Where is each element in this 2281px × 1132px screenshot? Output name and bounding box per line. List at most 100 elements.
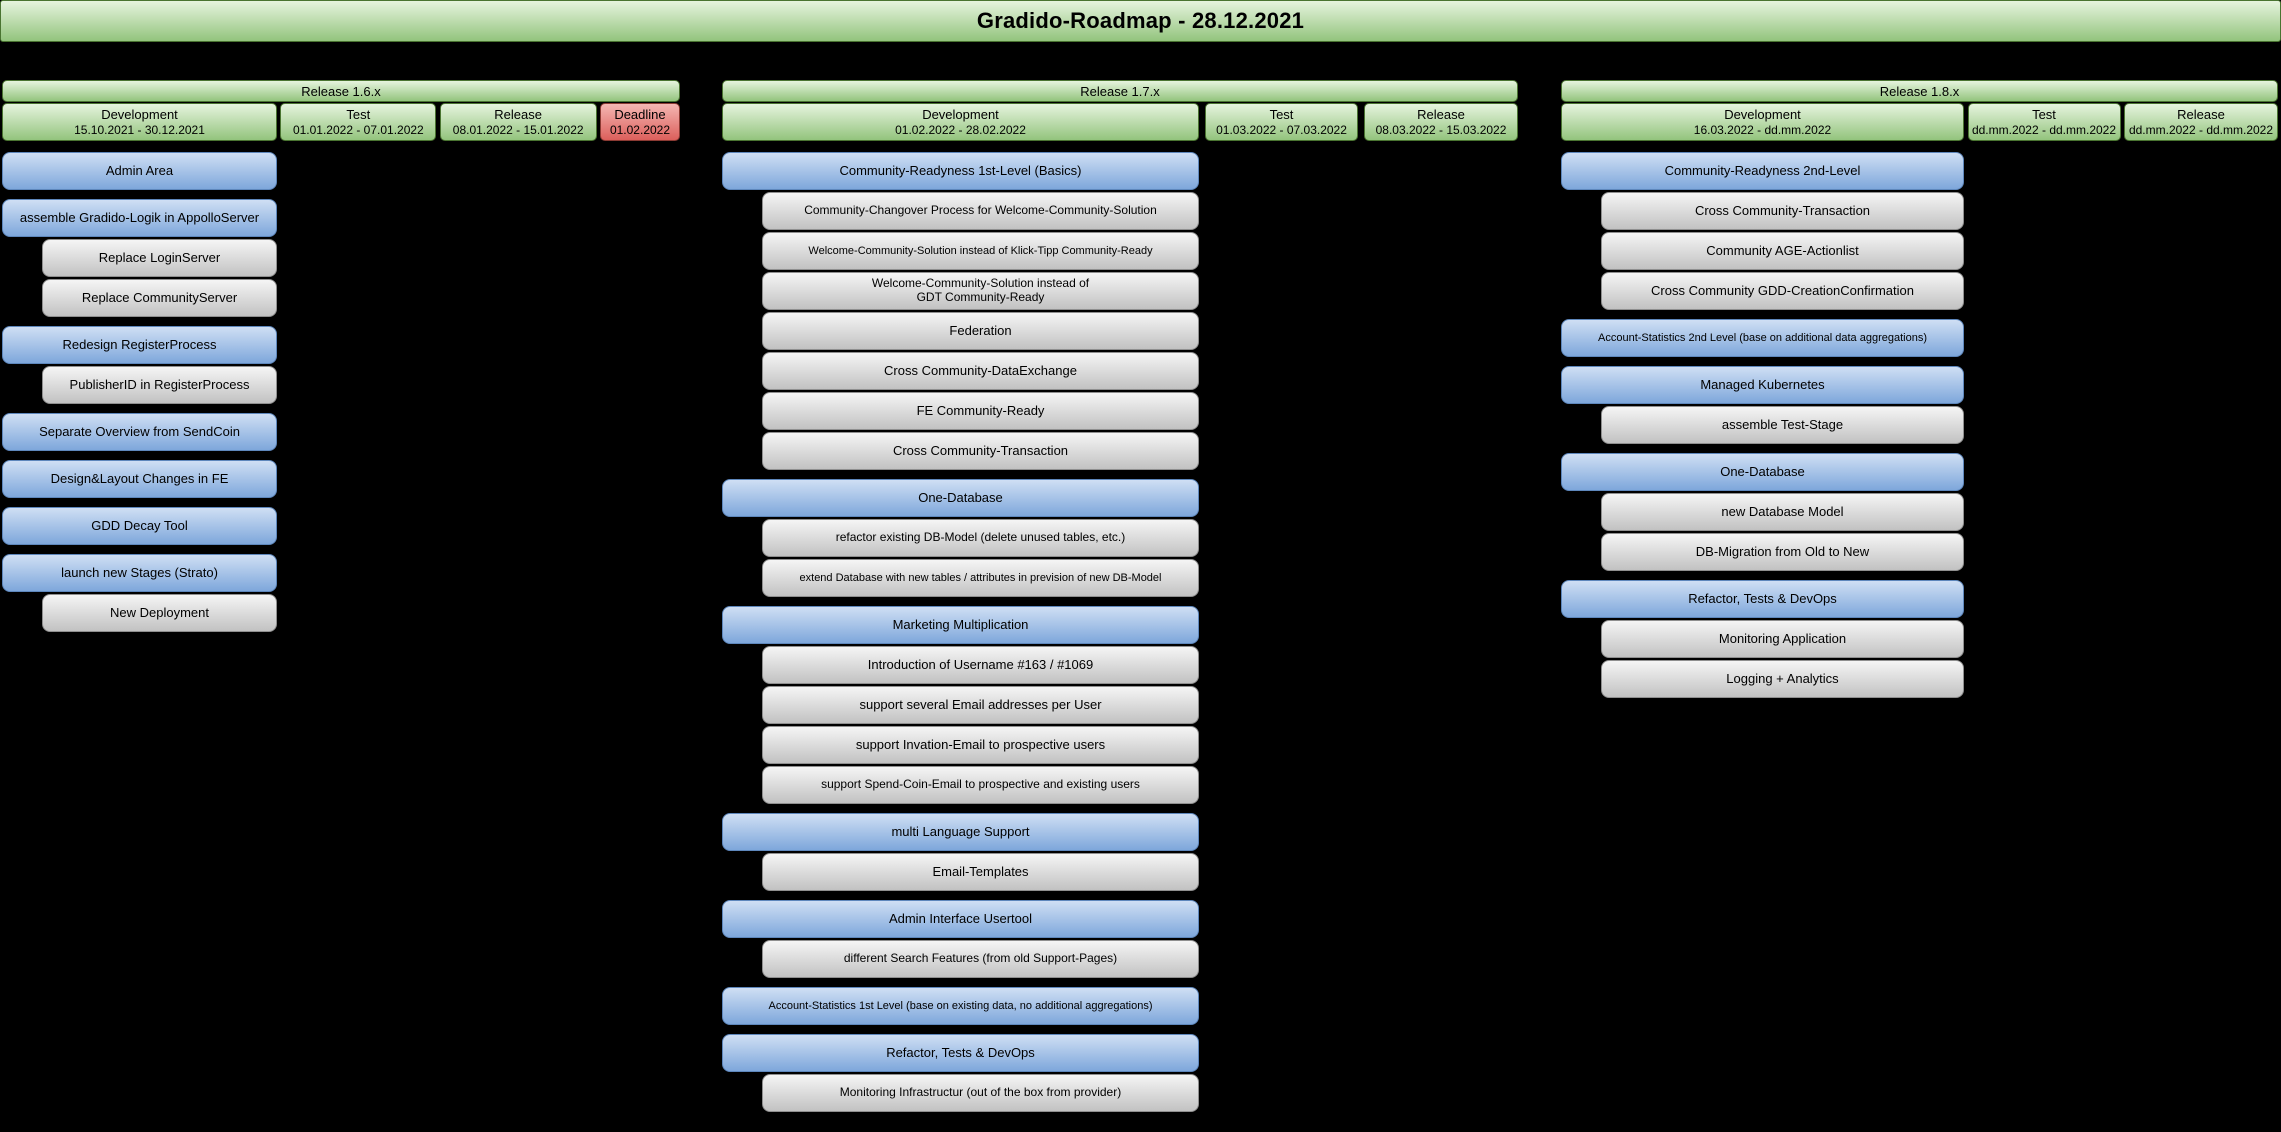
roadmap-item: Marketing Multiplication [722, 606, 1199, 644]
roadmap-subitem: Replace LoginServer [42, 239, 277, 277]
item-group: launch new Stages (Strato)New Deployment [2, 554, 277, 632]
roadmap-item: One-Database [1561, 453, 1964, 491]
phase-dates: 01.03.2022 - 07.03.2022 [1216, 122, 1347, 137]
phase-dates: 01.01.2022 - 07.01.2022 [292, 122, 424, 137]
phase-label: Release [2177, 106, 2225, 122]
roadmap-subitem: assemble Test-Stage [1601, 406, 1964, 444]
phase-dates: 08.03.2022 - 15.03.2022 [1375, 122, 1507, 137]
roadmap-subitem: Logging + Analytics [1601, 660, 1964, 698]
roadmap-subitem: Replace CommunityServer [42, 279, 277, 317]
release-name-bar: Release 1.6.x [2, 80, 680, 102]
phase-label: Development [1724, 106, 1801, 122]
phase-dates: 16.03.2022 - dd.mm.2022 [1693, 122, 1832, 137]
roadmap-subitem: Email-Templates [762, 853, 1199, 891]
roadmap-subitem: extend Database with new tables / attrib… [762, 559, 1199, 597]
item-group: Design&Layout Changes in FE [2, 460, 277, 498]
page-title: Gradido-Roadmap - 28.12.2021 [0, 0, 2281, 42]
roadmap-subitem: Monitoring Infrastructur (out of the box… [762, 1074, 1199, 1112]
roadmap-subitem: refactor existing DB-Model (delete unuse… [762, 519, 1199, 557]
phase-dates: 15.10.2021 - 30.12.2021 [74, 122, 205, 137]
roadmap-subitem: Welcome-Community-Solution instead of GD… [762, 272, 1199, 310]
roadmap-item: launch new Stages (Strato) [2, 554, 277, 592]
roadmap-item: Admin Interface Usertool [722, 900, 1199, 938]
item-group: Community-Readyness 1st-Level (Basics)Co… [722, 152, 1199, 470]
roadmap-item: Separate Overview from SendCoin [2, 413, 277, 451]
item-group: GDD Decay Tool [2, 507, 277, 545]
phase-label: Test [346, 106, 371, 122]
roadmap-subitem: Community AGE-Actionlist [1601, 232, 1964, 270]
phase-label: Test [2032, 106, 2056, 122]
roadmap-item: Community-Readyness 1st-Level (Basics) [722, 152, 1199, 190]
roadmap-item: Admin Area [2, 152, 277, 190]
roadmap-subitem: Monitoring Application [1601, 620, 1964, 658]
roadmap-subitem: FE Community-Ready [762, 392, 1199, 430]
phase-dates: 01.02.2022 - 28.02.2022 [895, 122, 1026, 137]
phase-label: Release [1417, 106, 1465, 122]
items-list: Admin Area assemble Gradido-Logik in Appo… [2, 152, 277, 632]
phase-dates: 08.01.2022 - 15.01.2022 [452, 122, 584, 137]
roadmap-subitem: PublisherID in RegisterProcess [42, 366, 277, 404]
roadmap-subitem: Cross Community-Transaction [762, 432, 1199, 470]
roadmap-item: One-Database [722, 479, 1199, 517]
roadmap-item: Account-Statistics 2nd Level (base on ad… [1561, 319, 1964, 357]
roadmap-subitem: New Deployment [42, 594, 277, 632]
roadmap-item: Design&Layout Changes in FE [2, 460, 277, 498]
phase-label: Deadline [614, 106, 666, 122]
roadmap-subitem: Community-Changover Process for Welcome-… [762, 192, 1199, 230]
roadmap-item: GDD Decay Tool [2, 507, 277, 545]
phase-dates: 01.02.2022 [609, 122, 671, 137]
roadmap-subitem: Welcome-Community-Solution instead of Kl… [762, 232, 1199, 270]
roadmap-item: multi Language Support [722, 813, 1199, 851]
item-group: Separate Overview from SendCoin [2, 413, 277, 451]
roadmap-item: Account-Statistics 1st Level (base on ex… [722, 987, 1199, 1025]
roadmap-item: assemble Gradido-Logik in AppolloServer [2, 199, 277, 237]
roadmap-item: Refactor, Tests & DevOps [1561, 580, 1964, 618]
roadmap-subitem: Cross Community-Transaction [1601, 192, 1964, 230]
phase-dates: dd.mm.2022 - dd.mm.2022 [1971, 122, 2117, 137]
roadmap-item: Redesign RegisterProcess [2, 326, 277, 364]
roadmap-subitem: Cross Community-DataExchange [762, 352, 1199, 390]
roadmap-subitem: support Spend-Coin-Email to prospective … [762, 766, 1199, 804]
phase-label: Test [1269, 106, 1294, 122]
roadmap-subitem: Federation [762, 312, 1199, 350]
roadmap-item: Managed Kubernetes [1561, 366, 1964, 404]
roadmap-subitem: DB-Migration from Old to New [1601, 533, 1964, 571]
phase-label: Development [101, 106, 178, 122]
roadmap-item: Community-Readyness 2nd-Level [1561, 152, 1964, 190]
item-group: Account-Statistics 1st Level (base on ex… [722, 987, 1199, 1025]
item-group: Admin Area [2, 152, 277, 190]
phase-label: Release [494, 106, 542, 122]
phase-dates: dd.mm.2022 - dd.mm.2022 [2128, 122, 2274, 137]
items-list: Community-Readyness 1st-Level (Basics)Co… [722, 152, 1199, 1112]
roadmap-item: Refactor, Tests & DevOps [722, 1034, 1199, 1072]
roadmap-subitem: support Invation-Email to prospective us… [762, 726, 1199, 764]
roadmap-subitem: support several Email addresses per User [762, 686, 1199, 724]
roadmap-subitem: Cross Community GDD-CreationConfirmation [1601, 272, 1964, 310]
